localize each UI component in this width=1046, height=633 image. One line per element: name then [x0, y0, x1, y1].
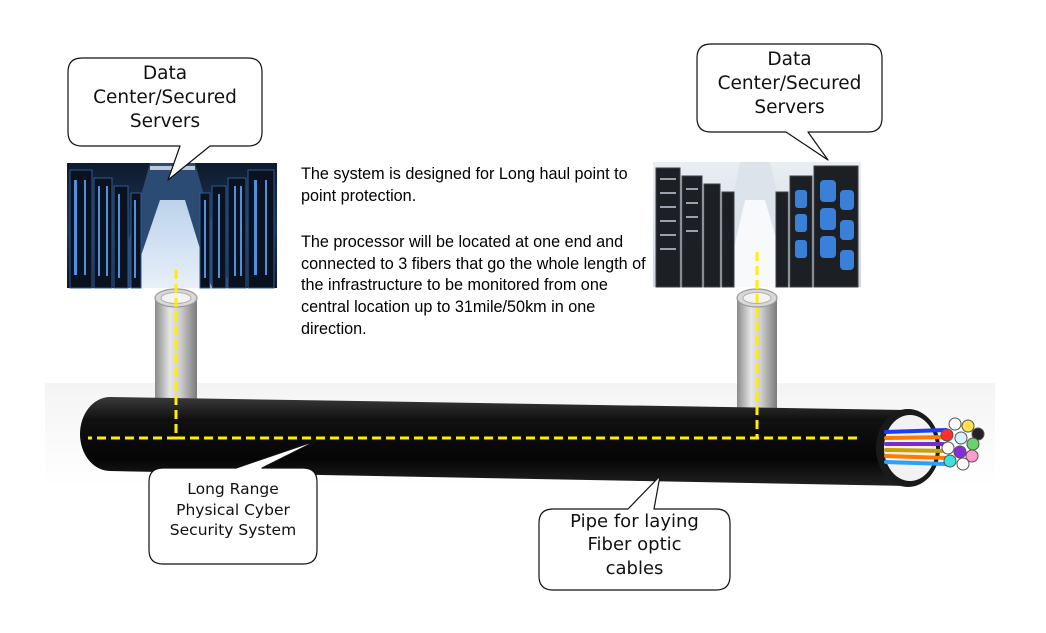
callout-line: Physical Cyber [176, 500, 290, 519]
callout-line: Data [142, 63, 188, 84]
callout-bubble-cyber-system [148, 439, 319, 565]
callout-datacenter-right: Data Center/Secured Servers [699, 48, 880, 120]
callout-line: Center/Secured [717, 73, 862, 95]
callout-bubble-pipe [538, 475, 731, 591]
callout-line: cables [605, 557, 664, 579]
callout-line: Security System [169, 521, 297, 540]
callout-line: Fiber optic [587, 534, 682, 556]
callout-line: Servers [754, 97, 825, 119]
callout-line: Servers [129, 111, 201, 133]
callout-bubble-datacenter-left [67, 57, 263, 181]
fiber-route-line [88, 252, 862, 440]
callout-cyber-system: Long Range Physical Cyber Security Syste… [151, 479, 315, 541]
description-paragraph-1: The system is designed for Long haul poi… [301, 165, 628, 205]
callout-pipe: Pipe for laying Fiber optic cables [541, 510, 728, 580]
callout-line: Pipe for laying [570, 511, 699, 532]
conduit-right [736, 288, 778, 408]
callout-datacenter-left: Data Center/Secured Servers [70, 62, 260, 134]
description-paragraph-2: The processor will be located at one end… [301, 233, 646, 338]
callout-line: Center/Secured [93, 87, 237, 109]
callout-bubble-datacenter-right [696, 43, 883, 161]
callout-line: Data [767, 49, 812, 70]
server-room-image-left [67, 163, 277, 289]
callout-line: Long Range [187, 480, 279, 498]
fiber-bundle [884, 417, 985, 471]
